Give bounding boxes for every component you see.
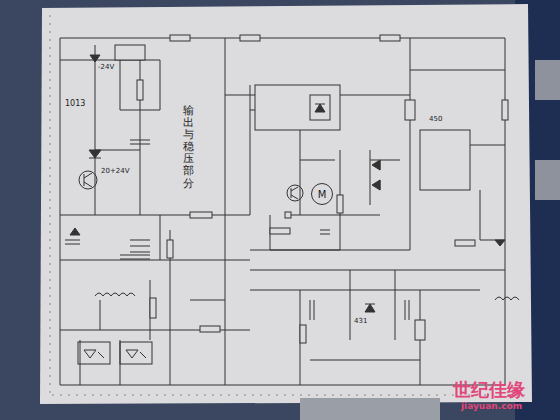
voltage-label: 20+24V [100, 168, 130, 176]
watermark: 世纪佳缘 [452, 380, 526, 400]
circuit-wires [60, 38, 505, 385]
part-number: 431 [353, 318, 368, 326]
motor-symbol: M [311, 183, 333, 205]
paper-sheet [40, 4, 532, 404]
diode-symbol [70, 55, 505, 312]
resistor-symbol [115, 35, 508, 343]
transformer-winding [95, 240, 519, 300]
clipboard-clip [535, 160, 560, 200]
part-number: 1013 [64, 100, 86, 109]
motor-label: M [318, 189, 327, 200]
ic-package [255, 85, 470, 190]
capacitor-symbol [65, 140, 409, 320]
optocoupler-symbol [78, 342, 152, 364]
paper-margin [50, 15, 525, 398]
watermark: jiayuan.com [460, 402, 523, 412]
clipboard-clip [535, 60, 560, 100]
section-note: 输出与稳压部分 [182, 105, 195, 190]
part-number: 450 [428, 116, 443, 124]
binder-clip [300, 398, 440, 420]
voltage-label: -24V [97, 64, 115, 72]
